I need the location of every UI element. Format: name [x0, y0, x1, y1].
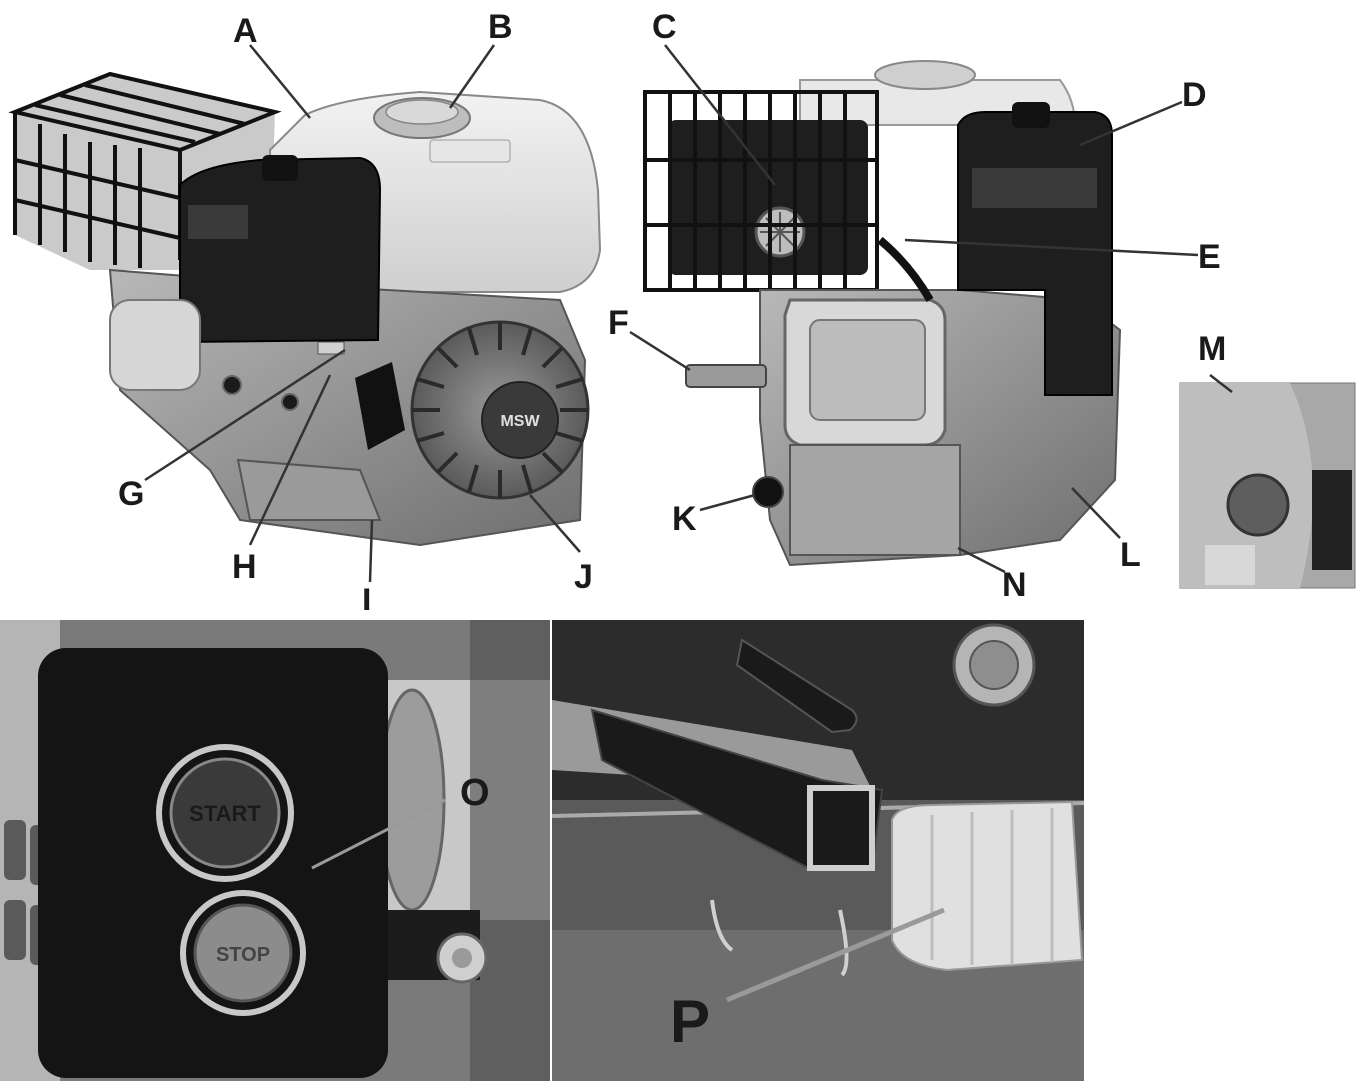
- detail-panel-p: P: [552, 620, 1084, 1081]
- callout-g: G: [118, 475, 144, 513]
- callout-p: P: [670, 988, 710, 1055]
- callout-o: O: [460, 772, 490, 814]
- air-filter-housing: [179, 156, 382, 344]
- engine-switch: [355, 362, 405, 450]
- brand-mark: MSW: [500, 413, 540, 430]
- output-shaft: [685, 364, 767, 388]
- callout-k: K: [672, 500, 697, 538]
- callout-b: B: [488, 8, 513, 46]
- callout-l: L: [1120, 536, 1141, 574]
- start-button-label: START: [189, 801, 261, 826]
- top-diagram: MSW: [8, 8, 1356, 610]
- callout-a: A: [233, 12, 258, 50]
- callout-p-leader: [726, 907, 945, 1003]
- callout-i: I: [362, 582, 371, 610]
- callout-h: H: [232, 548, 257, 586]
- engine-right-view: [643, 60, 1122, 567]
- engine-base: [236, 458, 382, 521]
- callout-d: D: [1182, 76, 1207, 114]
- stop-button-label: STOP: [216, 944, 270, 966]
- engine-left-view: MSW: [8, 71, 602, 547]
- oil-drain-plug: [752, 476, 784, 508]
- callout-j: J: [574, 558, 593, 596]
- callout-e: E: [1198, 238, 1221, 276]
- detail-p-image: P: [552, 620, 1084, 1081]
- callout-n: N: [1002, 566, 1027, 604]
- stop-button: [193, 903, 293, 1003]
- choke-knob: [1226, 473, 1290, 537]
- detail-o-image: START STOP O: [0, 620, 550, 1081]
- muffler-guard: [8, 71, 282, 270]
- callout-o-leader: [311, 798, 446, 870]
- callout-c: C: [652, 8, 677, 46]
- callout-f: F: [608, 304, 629, 342]
- callout-labels: A B C D E F G H I J K L M N: [118, 8, 1226, 610]
- callout-m: M: [1198, 330, 1226, 368]
- start-button: [169, 757, 281, 869]
- callout-leaders: [144, 44, 1233, 583]
- fuel-filter: [891, 800, 1084, 972]
- inset-m: [1179, 382, 1356, 589]
- detail-panel-o: START STOP O: [0, 620, 550, 1081]
